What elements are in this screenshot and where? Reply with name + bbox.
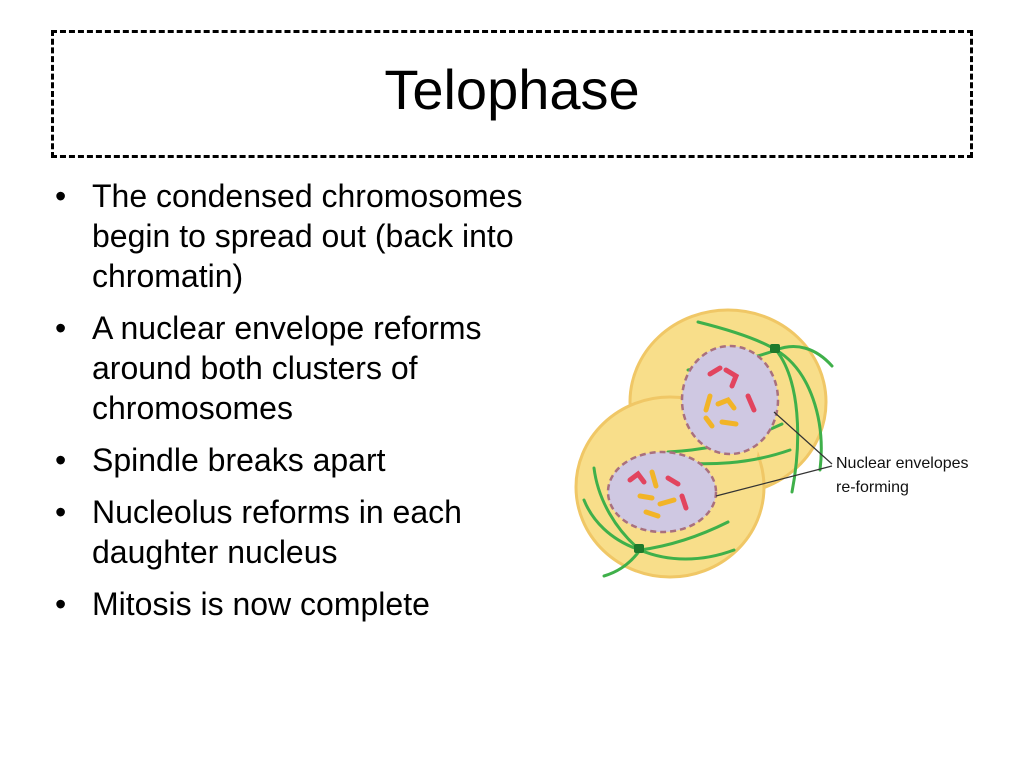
- nuclear-envelope: [606, 450, 718, 534]
- spindle-fiber: [774, 348, 800, 494]
- nuclear-envelope: [680, 344, 780, 456]
- spindle-fiber: [582, 498, 642, 552]
- bullet-text: The condensed chromosomes begin to sprea…: [92, 178, 523, 294]
- bullet-item: • The condensed chromosomes begin to spr…: [55, 176, 565, 296]
- chromosome: [703, 393, 713, 413]
- bullet-list: • The condensed chromosomes begin to spr…: [55, 176, 565, 636]
- bullet-item: • A nuclear envelope reforms around both…: [55, 308, 565, 428]
- lower-nucleus: [606, 450, 718, 534]
- chromosome: [719, 419, 739, 427]
- bullet-item: • Mitosis is now complete: [55, 584, 565, 624]
- spindle-fiber: [774, 345, 834, 368]
- bullet-text: A nuclear envelope reforms around both c…: [92, 310, 482, 426]
- chromosome: [665, 475, 681, 487]
- chromosome: [703, 415, 715, 429]
- chromosomes: [627, 469, 689, 519]
- bullet-marker: •: [55, 494, 67, 530]
- bullet-text: Spindle breaks apart: [92, 442, 386, 478]
- chromosome: [643, 509, 661, 519]
- chromosome: [637, 493, 655, 501]
- centrosome-lower: [634, 544, 644, 553]
- bullet-item: • Nucleolus reforms in each daughter nuc…: [55, 492, 565, 572]
- figure-label-line-2: re-forming: [836, 479, 909, 496]
- figure-label: Nuclear envelopes re-forming: [836, 452, 969, 500]
- chromosome: [657, 497, 677, 507]
- bullet-marker: •: [55, 442, 67, 478]
- bullet-marker: •: [55, 310, 67, 346]
- upper-nucleus: [680, 344, 780, 456]
- spindle-fiber: [602, 548, 642, 578]
- chromosome: [715, 396, 737, 411]
- spindle-fiber: [774, 348, 823, 472]
- centrosomes: [634, 344, 780, 553]
- figure-label-line-1: Nuclear envelopes: [836, 455, 969, 472]
- bullet-marker: •: [55, 586, 67, 622]
- bullet-item: • Spindle breaks apart: [55, 440, 565, 480]
- spindle-fiber: [638, 548, 736, 561]
- chromosome: [745, 393, 757, 413]
- leader-line-upper: [773, 411, 833, 465]
- nucleus-body: [608, 452, 716, 532]
- centrosome-upper: [770, 344, 780, 353]
- label-leader-lines: [715, 411, 833, 497]
- leader-line-lower: [715, 465, 833, 497]
- chromosome: [649, 469, 659, 489]
- bullet-text: Nucleolus reforms in each daughter nucle…: [92, 494, 462, 570]
- spindle-fiber: [638, 520, 730, 552]
- chromosomes: [703, 365, 757, 429]
- chromosome: [723, 367, 740, 389]
- chromosome: [707, 365, 723, 377]
- chromosome: [627, 470, 647, 485]
- title-frame: Telophase: [51, 30, 973, 158]
- chromosome: [679, 493, 689, 511]
- spindle-fiber: [592, 466, 642, 552]
- bullet-marker: •: [55, 178, 67, 214]
- telophase-cell-illustration: [574, 308, 834, 579]
- slide-title: Telophase: [384, 58, 640, 121]
- bullet-text: Mitosis is now complete: [92, 586, 430, 622]
